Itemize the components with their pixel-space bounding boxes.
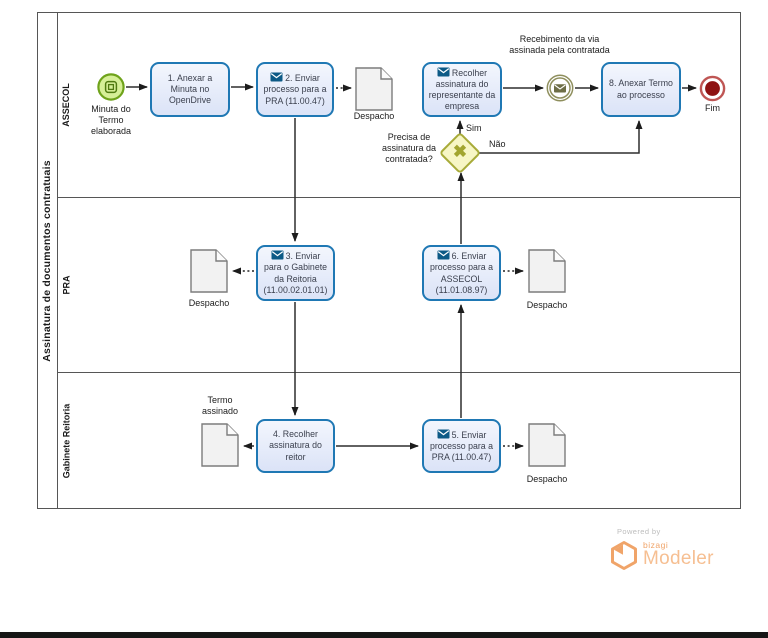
- task-label: 4. Recolher assinatura do reitor: [269, 429, 322, 462]
- bizagi-brand-label: bizagi: [643, 540, 669, 550]
- pool-title-divider: [57, 12, 58, 509]
- send-message-icon: [270, 72, 283, 82]
- gateway-yes-label: Sim: [466, 123, 482, 133]
- task-label: Recolher assinatura do representante da …: [428, 67, 496, 112]
- task-label: 8. Anexar Termo ao processo: [609, 78, 673, 100]
- pool[interactable]: [37, 12, 741, 509]
- end-event-label: Fim: [705, 103, 720, 113]
- gateway-no-label: Não: [489, 139, 506, 149]
- send-message-icon: [437, 429, 450, 439]
- document-despacho-1[interactable]: [355, 67, 393, 111]
- modeler-label: Modeler: [643, 548, 714, 569]
- task-label: 5. Enviar processo para a PRA (11.00.47): [429, 429, 494, 463]
- task-label: 1. Anexar a Minuta no OpenDrive: [167, 72, 213, 106]
- document-label: Despacho: [526, 474, 568, 484]
- lane-divider-2: [57, 372, 741, 373]
- message-catch-event[interactable]: [546, 74, 574, 102]
- start-event-label: Minuta do Termo elaborada: [90, 104, 132, 136]
- send-message-icon: [271, 250, 284, 260]
- lane-divider-1: [57, 197, 741, 198]
- task-anexar-minuta[interactable]: 1. Anexar a Minuta no OpenDrive: [150, 62, 230, 117]
- document-termo-assinado[interactable]: [201, 423, 239, 467]
- document-despacho-4[interactable]: [528, 423, 566, 467]
- task-enviar-pra[interactable]: 2. Enviar processo para a PRA (11.00.47): [256, 62, 334, 117]
- task-enviar-gabinete[interactable]: 3. Enviar para o Gabinete da Reitoria (1…: [256, 245, 335, 301]
- document-label: Despacho: [188, 298, 230, 308]
- bottom-edge-bar: [0, 632, 768, 638]
- gateway-x-icon: ✖: [452, 142, 468, 161]
- powered-by-label: Powered by: [617, 527, 661, 536]
- document-despacho-2[interactable]: [190, 249, 228, 293]
- flow-gateway-nao-to-t8[interactable]: [476, 120, 643, 154]
- task-recolher-assinatura-reitor[interactable]: 4. Recolher assinatura do reitor: [256, 419, 335, 473]
- receive-message-icon: [437, 67, 450, 77]
- bizagi-logo: Powered by bizagi Modeler: [610, 527, 760, 571]
- task-recolher-assinatura-empresa[interactable]: Recolher assinatura do representante da …: [422, 62, 502, 117]
- task-label: 2. Enviar processo para a PRA (11.00.47): [263, 73, 327, 106]
- send-message-icon: [437, 250, 450, 260]
- document-label: Despacho: [353, 111, 395, 121]
- task-enviar-assecol[interactable]: 6. Enviar processo para a ASSECOL (11.01…: [422, 245, 501, 301]
- start-event[interactable]: [97, 73, 125, 101]
- task-label: 6. Enviar processo para a ASSECOL (11.01…: [429, 251, 494, 295]
- end-event[interactable]: [699, 75, 726, 102]
- document-label: Termo assinado: [201, 395, 239, 416]
- task-anexar-termo[interactable]: 8. Anexar Termo ao processo: [601, 62, 681, 117]
- task-label: 3. Enviar para o Gabinete da Reitoria (1…: [263, 251, 328, 295]
- message-event-label: Recebimento da via assinada pela contrat…: [509, 34, 610, 55]
- task-enviar-pra-2[interactable]: 5. Enviar processo para a PRA (11.00.47): [422, 419, 501, 473]
- bizagi-cube-icon: [611, 541, 637, 570]
- document-label: Despacho: [526, 300, 568, 310]
- gateway-question-label: Precisa de assinatura da contratada?: [381, 132, 437, 164]
- document-despacho-3[interactable]: [528, 249, 566, 293]
